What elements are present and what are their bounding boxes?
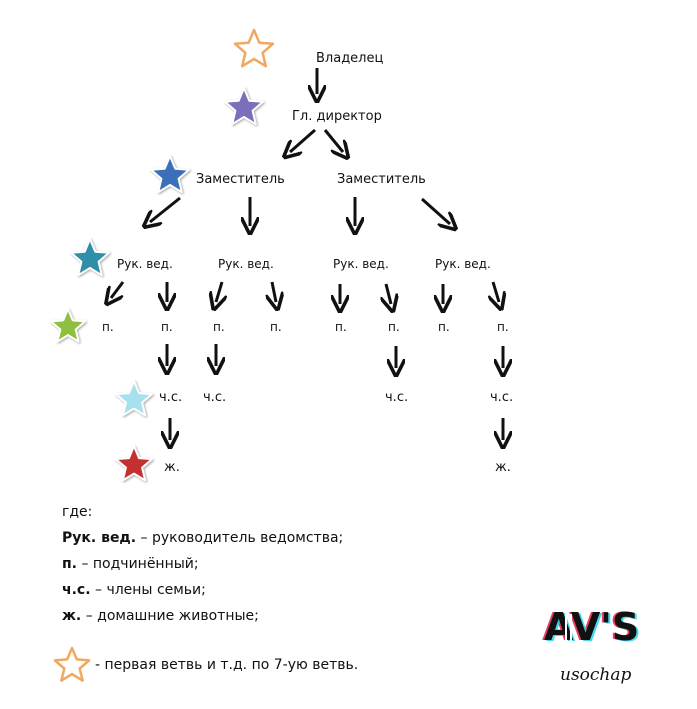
node-ceo: Гл. директор <box>292 109 382 124</box>
node-head-3: Рук. вед. <box>333 257 389 271</box>
logo-text-shadow-red: AV'S <box>542 605 637 649</box>
node-head-4: Рук. вед. <box>435 257 491 271</box>
legend-text: – домашние животные; <box>81 608 259 624</box>
node-subordinate-5: п. <box>335 320 347 334</box>
legend-item-head: Рук. вед. – руководитель ведомства; <box>62 530 343 546</box>
star-ceo-icon <box>224 87 264 126</box>
legend-term: Рук. вед. <box>62 530 137 546</box>
brand-logo: AV'S AV'S AV'S <box>542 605 648 650</box>
node-deputy-1: Заместитель <box>196 172 285 187</box>
arrow-h2-p4 <box>272 281 276 302</box>
legend-item-family: ч.с. – члены семьи; <box>62 582 206 598</box>
logo-subtitle: usochap <box>560 665 632 685</box>
node-subordinate-1: п. <box>102 320 114 334</box>
arrow-ceo-deputy-right <box>323 129 343 152</box>
arrow-h1-p1 <box>111 281 125 298</box>
legend-intro: где: <box>62 504 93 520</box>
arrow-ceo-deputy-left <box>290 128 316 152</box>
arrow-dep2-head4 <box>421 197 450 224</box>
star-family-icon <box>114 380 154 417</box>
node-pet-2: ж. <box>495 460 511 475</box>
legend-term: п. <box>62 556 77 572</box>
arrow-h2-p3 <box>216 281 222 302</box>
legend-text: – подчинённый; <box>77 556 199 572</box>
node-subordinate-3: п. <box>213 320 225 334</box>
node-subordinate-4: п. <box>270 320 282 334</box>
node-family-4: ч.с. <box>490 390 514 405</box>
logo-text-shadow-cyan: AV'S <box>546 606 641 650</box>
node-pet-1: ж. <box>164 460 180 475</box>
star-note-icon <box>53 646 91 682</box>
node-owner: Владелец <box>316 51 384 66</box>
legend-term: ч.с. <box>62 582 91 598</box>
arrow-dep1-head1 <box>150 196 181 222</box>
legend-item-pet: ж. – домашние животные; <box>62 608 259 624</box>
legend-term: ж. <box>62 608 82 624</box>
node-family-1: ч.с. <box>159 390 183 405</box>
node-head-1: Рук. вед. <box>117 257 173 271</box>
node-subordinate-7: п. <box>438 320 450 334</box>
node-subordinate-8: п. <box>497 320 509 334</box>
star-pet-icon <box>114 445 154 482</box>
star-deputy-icon <box>150 155 190 194</box>
node-family-3: ч.с. <box>385 390 409 405</box>
legend-text: – члены семьи; <box>90 582 206 598</box>
node-subordinate-6: п. <box>388 320 400 334</box>
star-subordinate-icon <box>49 308 87 343</box>
arrow-h4-p8 <box>493 281 499 302</box>
node-subordinate-2: п. <box>161 320 173 334</box>
node-family-2: ч.с. <box>203 390 227 405</box>
star-head-icon <box>70 238 110 277</box>
node-head-2: Рук. вед. <box>218 257 274 271</box>
star-owner-icon <box>233 28 275 68</box>
legend-star-note: - первая ветвь и т.д. по 7-ую ветвь. <box>95 657 359 673</box>
node-deputy-2: Заместитель <box>337 172 426 187</box>
legend-item-subordinate: п. – подчинённый; <box>62 556 199 572</box>
arrow-h3-p6 <box>386 283 391 304</box>
logo-text: AV'S <box>544 605 639 649</box>
legend-text: – руководитель ведомства; <box>136 530 344 546</box>
